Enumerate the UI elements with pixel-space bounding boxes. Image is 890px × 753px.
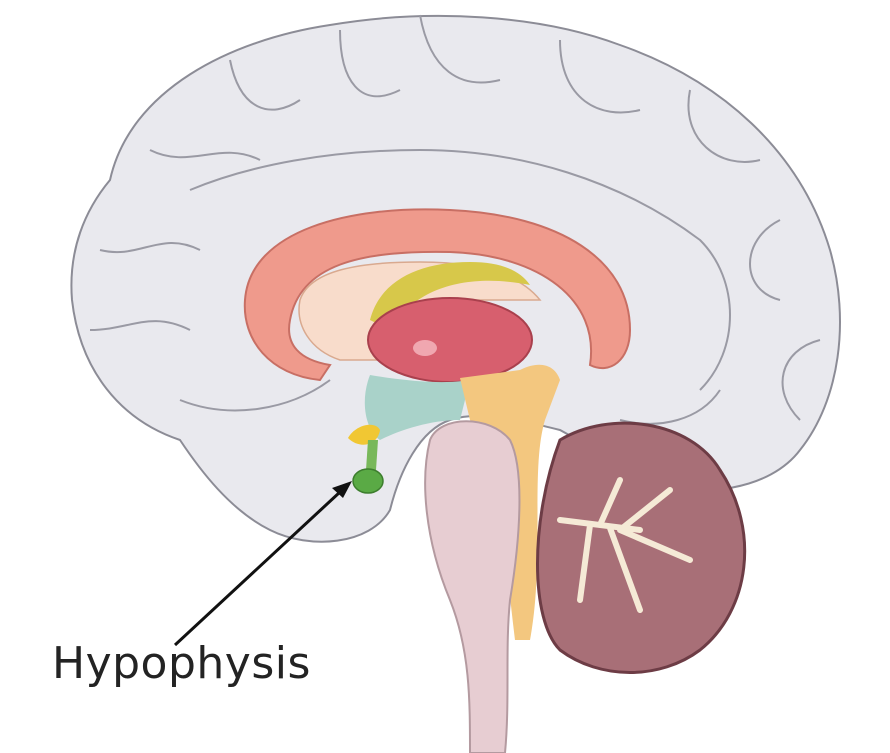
optic-chiasm xyxy=(348,424,380,445)
brainstem xyxy=(424,420,521,753)
thalamus xyxy=(367,297,533,383)
cerebellum xyxy=(536,421,747,674)
pointer-arrow-line xyxy=(173,490,342,647)
fornix xyxy=(298,261,542,361)
corpus-callosum xyxy=(243,208,632,382)
fornix-band xyxy=(370,262,530,330)
arrow-head-icon xyxy=(332,481,352,498)
interthalamic-adhesion xyxy=(413,340,437,356)
hypophysis xyxy=(352,468,384,494)
hypothalamus xyxy=(364,375,470,440)
hypophysis-label: Hypophysis xyxy=(52,638,311,689)
gyri-lines xyxy=(89,14,821,425)
pituitary-stalk xyxy=(366,440,378,470)
arbor-vitae xyxy=(557,477,693,613)
